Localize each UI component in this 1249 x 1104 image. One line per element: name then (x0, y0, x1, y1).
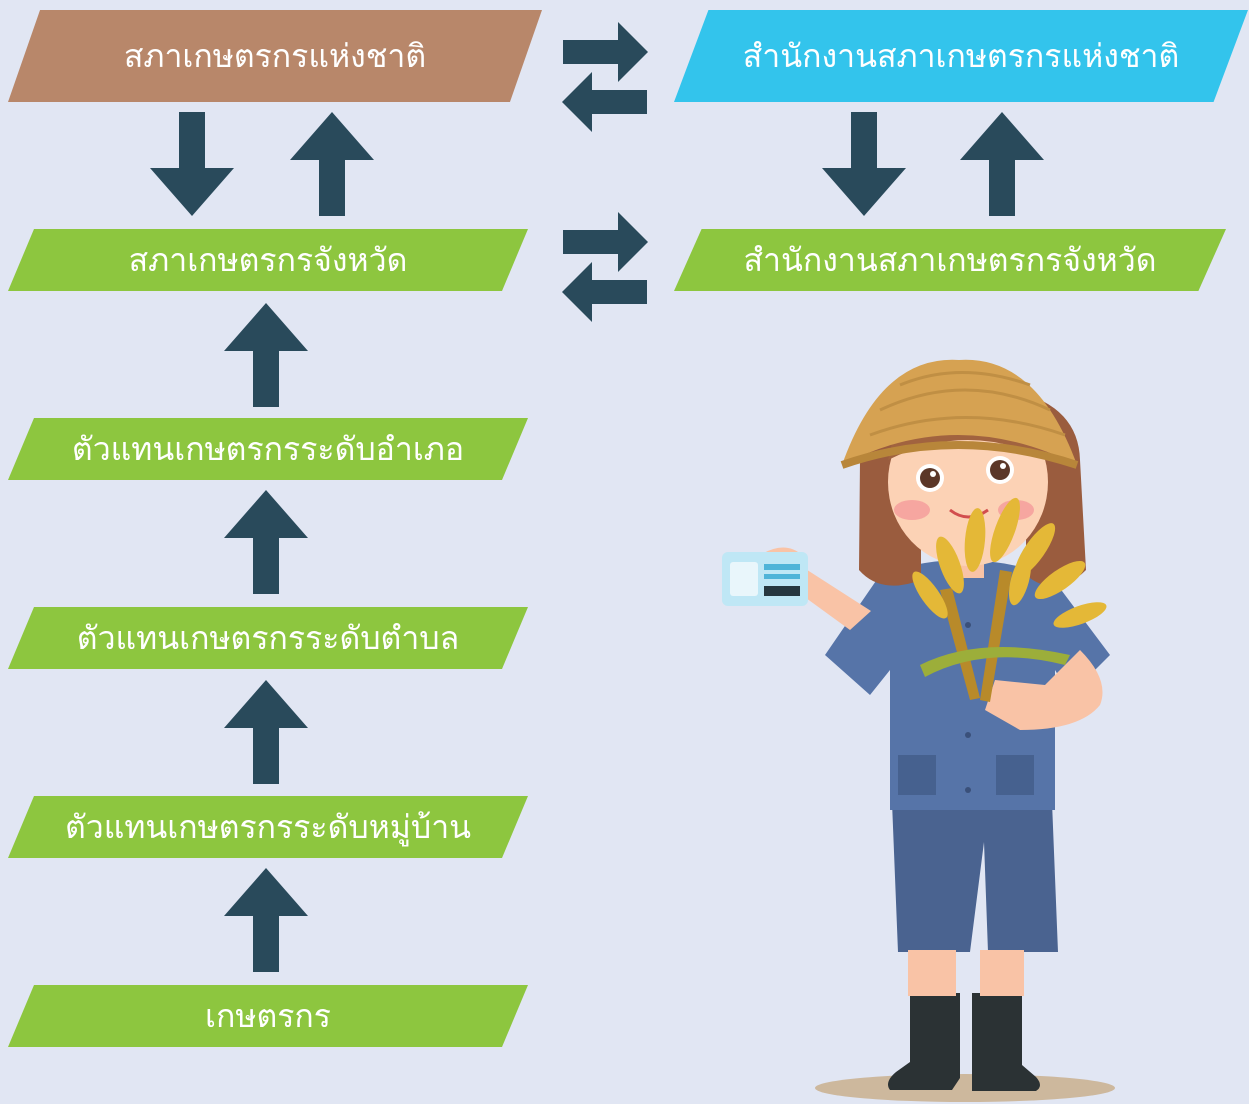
up-arrow-icon (224, 868, 308, 972)
farmer-box: เกษตรกร (8, 985, 528, 1047)
provincial-council-box: สภาเกษตรกรจังหวัด (8, 229, 528, 291)
national-office-label: สำนักงานสภาเกษตรกรแห่งชาติ (742, 36, 1180, 75)
exchange-arrows-icon (562, 22, 648, 132)
provincial-council-label: สภาเกษตรกรจังหวัด (128, 240, 408, 279)
exchange-arrows-icon (562, 212, 648, 322)
up-arrow-icon (290, 112, 374, 216)
id-card-icon (722, 552, 808, 606)
provincial-office-label: สำนักงานสภาเกษตรกรจังหวัด (743, 240, 1157, 279)
village-rep-box: ตัวแทนเกษตรกรระดับหมู่บ้าน (8, 796, 528, 858)
district-rep-box: ตัวแทนเกษตรกรระดับอำเภอ (8, 418, 528, 480)
up-arrow-icon (224, 303, 308, 407)
down-arrow-icon (150, 112, 234, 216)
down-arrow-icon (822, 112, 906, 216)
national-council-label: สภาเกษตรกรแห่งชาติ (123, 36, 427, 75)
up-arrow-icon (224, 490, 308, 594)
up-arrow-icon (960, 112, 1044, 216)
subdistrict-rep-label: ตัวแทนเกษตรกรระดับตำบล (76, 618, 460, 657)
district-rep-label: ตัวแทนเกษตรกรระดับอำเภอ (71, 429, 465, 468)
subdistrict-rep-box: ตัวแทนเกษตรกรระดับตำบล (8, 607, 528, 669)
provincial-office-box: สำนักงานสภาเกษตรกรจังหวัด (674, 229, 1226, 291)
up-arrow-icon (224, 680, 308, 784)
national-council-box: สภาเกษตรกรแห่งชาติ (8, 10, 542, 102)
farmer-illustration (722, 359, 1115, 1102)
national-office-box: สำนักงานสภาเกษตรกรแห่งชาติ (674, 10, 1248, 102)
farmer-label: เกษตรกร (205, 996, 331, 1035)
village-rep-label: ตัวแทนเกษตรกรระดับหมู่บ้าน (64, 807, 472, 846)
rice-icon (912, 497, 1107, 702)
